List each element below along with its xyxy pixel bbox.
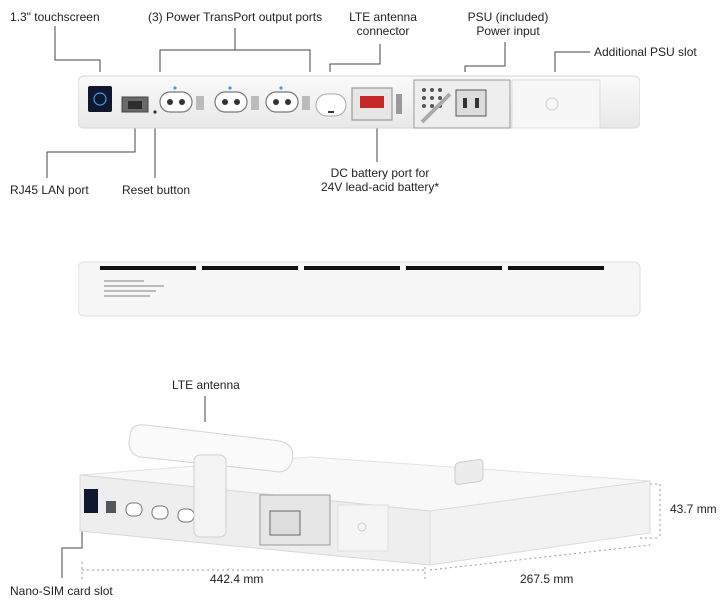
dimension-depth: 267.5 mm [520,572,574,586]
additional-psu-slot [511,79,601,129]
lte-antenna-icon [128,424,294,538]
label-rj45: RJ45 LAN port [10,183,89,197]
dimension-width: 442.4 mm [210,572,264,586]
lte-antenna-connector [315,93,347,117]
transport-port-2 [214,86,259,113]
power-outlet-icon [214,91,248,113]
callout-touchscreen [54,26,101,72]
label-lte-connector: LTE antenna connector [338,10,428,38]
vent-bars [100,266,604,270]
label-touchscreen: 1.3" touchscreen [10,10,100,24]
label-nano-sim: Nano-SIM card slot [10,584,113,598]
label-psu-line1: PSU (included) [467,10,549,24]
device-front-view [78,75,640,129]
power-outlet-icon [159,91,193,113]
callout-lte-connector [329,44,381,72]
label-transport-ports: (3) Power TransPort output ports [148,10,323,24]
callout-nano-sim [61,530,83,578]
power-outlet-icon [177,508,195,523]
ubiquiti-logo-icon [337,504,389,552]
label-dc-battery-line2: 24V lead-acid battery* [320,180,440,194]
label-dc-battery: DC battery port for 24V lead-acid batter… [306,166,454,194]
dim-line-depth [429,544,651,571]
label-psu: PSU (included) Power input [460,10,556,38]
power-outlet-icon [151,505,169,520]
power-outlet-icon [265,91,299,113]
device-rear-view [78,261,641,317]
label-psu-line2: Power input [476,24,540,38]
callout-psu [464,42,506,72]
label-lte-antenna: LTE antenna [172,378,240,392]
touchscreen-icon [84,489,98,513]
psu-power-input [455,89,487,117]
power-outlet-icon [125,502,143,517]
callout-transport [159,49,311,72]
transport-port-1 [159,86,204,113]
label-reset: Reset button [122,183,191,197]
transport-port-3 [265,86,310,113]
touchscreen-icon [88,86,112,112]
ubiquiti-logo-icon [545,97,559,111]
label-lte-connector-line2: connector [356,24,410,38]
callout-rj45 [46,118,136,178]
ethernet-port-icon [106,501,116,513]
regulatory-label [104,280,164,297]
label-lte-connector-line1: LTE antenna [349,10,417,24]
callout-additional-psu [554,51,590,72]
dimension-height: 43.7 mm [670,502,717,516]
label-additional-psu: Additional PSU slot [594,45,697,59]
device-perspective-view [79,424,651,566]
reset-button [153,110,157,114]
label-dc-battery-line1: DC battery port for [330,166,430,180]
